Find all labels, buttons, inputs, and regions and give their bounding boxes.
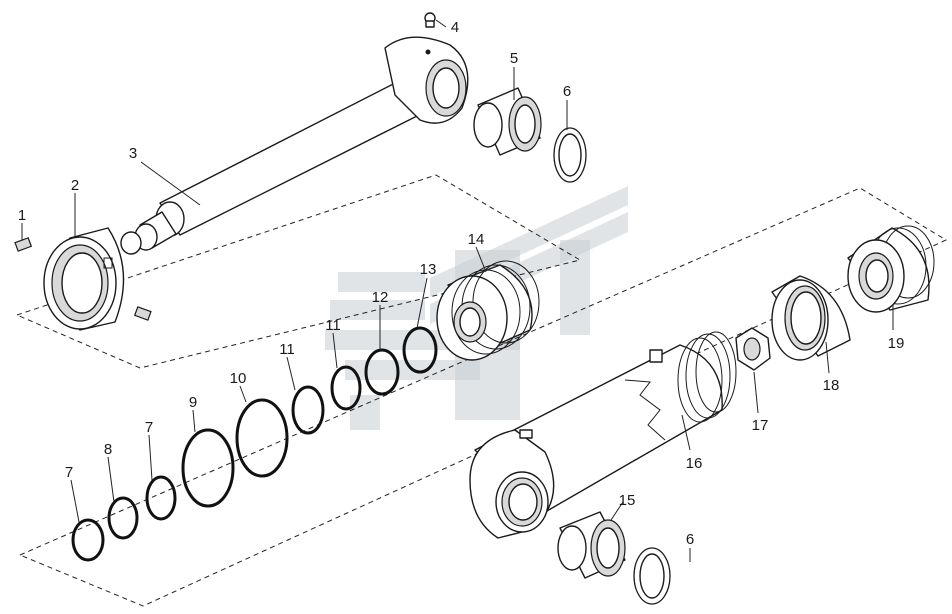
callout-16: 16 (686, 455, 703, 472)
callout-6-lower: 6 (686, 531, 694, 548)
set-screw-right (133, 306, 152, 321)
callout-6-upper: 6 (563, 83, 571, 100)
callout-7-lower: 7 (65, 464, 73, 481)
seal-ring-11-lower (291, 385, 325, 435)
o-ring-10 (235, 398, 289, 478)
callout-10: 10 (230, 370, 247, 387)
end-cap (847, 225, 935, 313)
leader-lines (21, 19, 894, 562)
callout-7-upper: 7 (145, 419, 153, 436)
callout-labels: 1 2 3 4 5 6 6 7 7 8 9 10 11 11 12 13 14 … (18, 19, 905, 548)
callout-15: 15 (619, 492, 636, 509)
callout-13: 13 (420, 261, 437, 278)
snap-ring-lower (633, 547, 671, 605)
callout-17: 17 (752, 417, 769, 434)
callout-3: 3 (129, 145, 137, 162)
set-screw-left (14, 237, 33, 252)
bushing-lower (557, 511, 626, 579)
backup-ring-7-upper (145, 475, 177, 521)
seal-ring-11-upper (330, 365, 362, 411)
callout-9: 9 (189, 394, 197, 411)
callout-8: 8 (104, 441, 112, 458)
callout-12: 12 (372, 289, 389, 306)
piston (436, 260, 540, 361)
backup-ring-7-lower (71, 518, 105, 562)
callout-11-lower: 11 (279, 341, 295, 358)
callout-2: 2 (71, 177, 79, 194)
callout-19: 19 (888, 335, 905, 352)
seal-kit-frame-lower (18, 187, 948, 607)
callout-1: 1 (18, 207, 26, 224)
callout-4: 4 (451, 19, 459, 36)
cylinder-barrel (469, 331, 737, 539)
o-ring-13 (402, 326, 438, 374)
piston-rod (120, 36, 469, 255)
hex-nut (735, 327, 771, 371)
bushing-upper (473, 87, 542, 156)
callout-18: 18 (823, 377, 840, 394)
callout-14: 14 (468, 231, 485, 248)
callout-11-upper: 11 (325, 317, 341, 334)
guide-sleeve (771, 275, 851, 361)
gland-nut (43, 227, 125, 331)
wiper-ring-8 (107, 496, 139, 540)
snap-ring-upper (553, 127, 587, 183)
callout-5: 5 (510, 50, 518, 67)
o-ring-12 (364, 348, 400, 396)
o-ring-9 (181, 428, 235, 508)
grease-nipple (424, 12, 436, 28)
